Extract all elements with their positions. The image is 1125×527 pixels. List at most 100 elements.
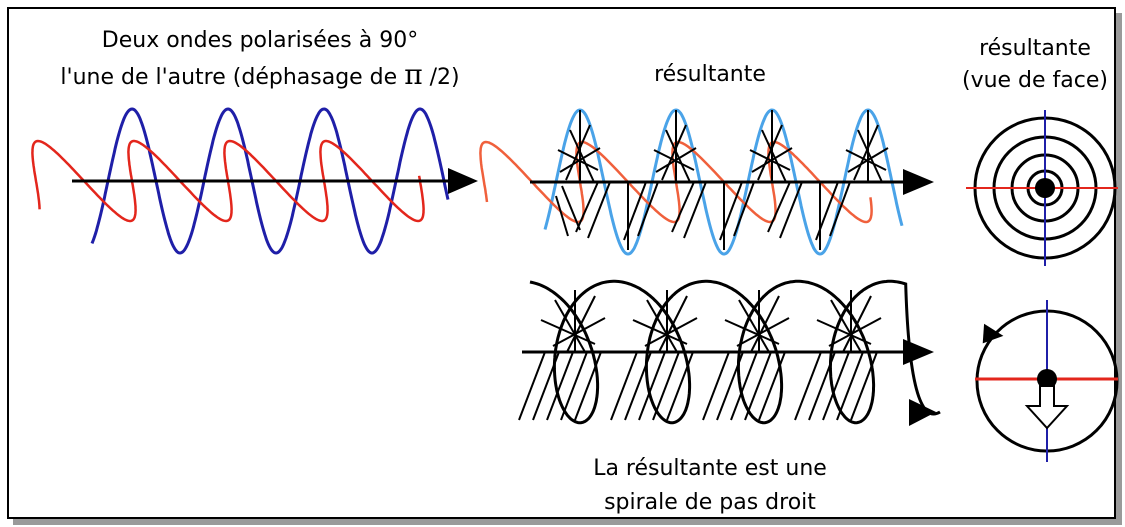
resultant-horizontal-component bbox=[479, 140, 873, 224]
field-vector-3 bbox=[557, 149, 599, 171]
frame-background bbox=[7, 7, 1116, 519]
helix-vector-14 bbox=[644, 317, 698, 347]
field-vector-34 bbox=[829, 181, 851, 237]
resultant-axis-arrowhead bbox=[903, 169, 934, 195]
helix-vector-32 bbox=[842, 295, 872, 353]
field-vector-35 bbox=[555, 195, 569, 237]
helix-vector-15 bbox=[610, 351, 638, 421]
helix-vector-1 bbox=[554, 299, 586, 353]
helix-vector-16 bbox=[624, 351, 652, 421]
field-vector-18 bbox=[845, 149, 887, 171]
resultant-vertical-component bbox=[543, 108, 904, 256]
caption-line1: La résultante est une bbox=[593, 456, 827, 481]
helix-vector-36 bbox=[808, 351, 836, 421]
helix-vector-35 bbox=[794, 351, 822, 421]
field-vector-31 bbox=[779, 181, 803, 239]
front-view-center-dot bbox=[1035, 178, 1055, 198]
diagram-frame bbox=[7, 7, 1116, 519]
field-vector-12 bbox=[757, 124, 783, 181]
left-axis-arrowhead bbox=[448, 168, 478, 194]
helix-vector-5 bbox=[518, 351, 546, 421]
left-title-line2-start: l'une de l'autre (déphasage de bbox=[60, 65, 405, 90]
field-vector-9 bbox=[655, 147, 697, 173]
field-vector-2 bbox=[565, 124, 591, 181]
helix-vector-25 bbox=[702, 351, 730, 421]
field-vector-24 bbox=[637, 181, 659, 237]
helix-vector-8 bbox=[560, 351, 588, 421]
helix-vector-21 bbox=[738, 299, 770, 353]
field-vector-29 bbox=[733, 181, 755, 237]
helix-vector-26 bbox=[716, 351, 744, 421]
field-vector-17 bbox=[853, 124, 879, 181]
spiral-panel bbox=[518, 279, 941, 426]
field-vector-26 bbox=[683, 181, 707, 239]
field-vector-11 bbox=[761, 129, 787, 183]
helix-vector-31 bbox=[830, 299, 862, 353]
helix-vector-24 bbox=[736, 317, 790, 347]
field-vector-36 bbox=[561, 185, 581, 231]
helix-vector-4 bbox=[552, 317, 606, 347]
rotation-direction-arrowhead bbox=[982, 323, 1004, 344]
spiral-end-arrowhead bbox=[909, 399, 936, 426]
spiral-axis-arrowhead bbox=[903, 339, 934, 365]
helix-vector-18 bbox=[652, 351, 680, 421]
field-vector-7 bbox=[661, 124, 687, 181]
helix-vector-17 bbox=[638, 351, 666, 421]
helix-vector-38 bbox=[836, 351, 864, 421]
field-vector-33 bbox=[767, 181, 791, 233]
helix-vector-23 bbox=[724, 319, 780, 345]
helix-vector-11 bbox=[646, 299, 678, 353]
front-view-title-line1: résultante bbox=[979, 36, 1091, 61]
front-view-title-line2: (vue de face) bbox=[961, 68, 1108, 93]
vertical-polarized-wave bbox=[90, 107, 450, 255]
helix-vector-27 bbox=[730, 351, 758, 421]
helix-spiral bbox=[529, 279, 941, 425]
left-title-line2-end: /2) bbox=[422, 65, 460, 90]
helix-vector-19 bbox=[666, 351, 694, 421]
rotation-down-arrow bbox=[1024, 385, 1070, 430]
front-view-concentric bbox=[966, 110, 1118, 266]
field-vector-4 bbox=[559, 147, 601, 173]
resultant-panel bbox=[479, 108, 934, 256]
left-title-line2: l'une de l'autre (déphasage de π /2) bbox=[20, 60, 500, 93]
helix-vector-22 bbox=[750, 295, 780, 353]
rotation-center-dot bbox=[1037, 369, 1057, 389]
helix-vector-7 bbox=[546, 351, 574, 421]
helix-vector-13 bbox=[632, 319, 688, 345]
resultant-title: résultante bbox=[654, 62, 766, 87]
field-vector-1 bbox=[569, 129, 595, 183]
helix-vector-9 bbox=[574, 351, 602, 421]
horizontal-polarized-wave bbox=[31, 139, 425, 223]
resultant-field-vectors bbox=[555, 110, 889, 250]
field-vector-6 bbox=[665, 129, 691, 183]
left-title-line1: Deux ondes polarisées à 90° bbox=[101, 28, 419, 53]
helix-vector-28 bbox=[744, 351, 772, 421]
helix-vector-3 bbox=[540, 319, 596, 345]
front-view-rotation bbox=[975, 300, 1119, 462]
field-vector-21 bbox=[587, 181, 611, 239]
field-vector-19 bbox=[847, 147, 889, 173]
field-vector-28 bbox=[671, 181, 695, 233]
field-vector-14 bbox=[751, 147, 793, 173]
pi-symbol: π bbox=[404, 58, 423, 91]
helix-field-vectors bbox=[518, 290, 882, 421]
helix-vector-37 bbox=[822, 351, 850, 421]
field-vector-27 bbox=[719, 181, 743, 241]
helix-vector-2 bbox=[566, 295, 596, 353]
caption-line2: spirale de pas droit bbox=[604, 490, 816, 515]
helix-vector-6 bbox=[532, 351, 560, 421]
helix-vector-12 bbox=[658, 295, 688, 353]
helix-vector-34 bbox=[828, 317, 882, 347]
helix-vector-29 bbox=[758, 351, 786, 421]
helix-vector-33 bbox=[816, 319, 872, 345]
field-vector-22 bbox=[623, 181, 647, 241]
helix-vector-39 bbox=[850, 351, 878, 421]
field-vector-13 bbox=[749, 149, 791, 171]
left-panel bbox=[31, 107, 478, 255]
field-vector-32 bbox=[815, 181, 839, 241]
field-vector-8 bbox=[653, 149, 695, 171]
field-vector-23 bbox=[575, 181, 599, 233]
field-vector-16 bbox=[857, 129, 883, 183]
